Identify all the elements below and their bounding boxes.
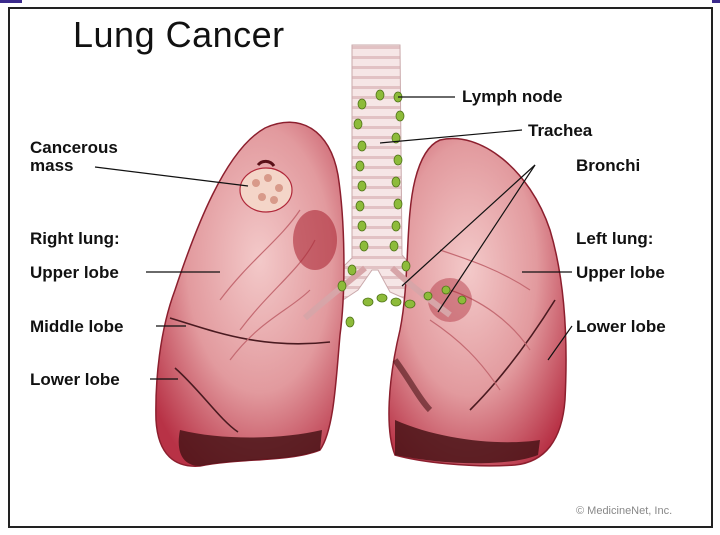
label-right-upper-lobe: Upper lobe — [30, 263, 119, 283]
label-left-lower-lobe: Lower lobe — [576, 317, 666, 337]
label-cancerous: Cancerous — [30, 138, 118, 158]
label-lymph-node: Lymph node — [462, 87, 562, 107]
label-mass: mass — [30, 156, 73, 176]
diagram-title: Lung Cancer — [73, 14, 285, 56]
label-left-upper-lobe: Upper lobe — [576, 263, 665, 283]
label-right-middle-lobe: Middle lobe — [30, 317, 124, 337]
label-right-lung: Right lung: — [30, 229, 120, 249]
label-trachea: Trachea — [528, 121, 592, 141]
copyright-credit: © MedicineNet, Inc. — [576, 505, 672, 517]
label-bronchi: Bronchi — [576, 156, 640, 176]
left-lung — [389, 138, 566, 465]
label-right-lower-lobe: Lower lobe — [30, 370, 120, 390]
label-left-lung: Left lung: — [576, 229, 653, 249]
